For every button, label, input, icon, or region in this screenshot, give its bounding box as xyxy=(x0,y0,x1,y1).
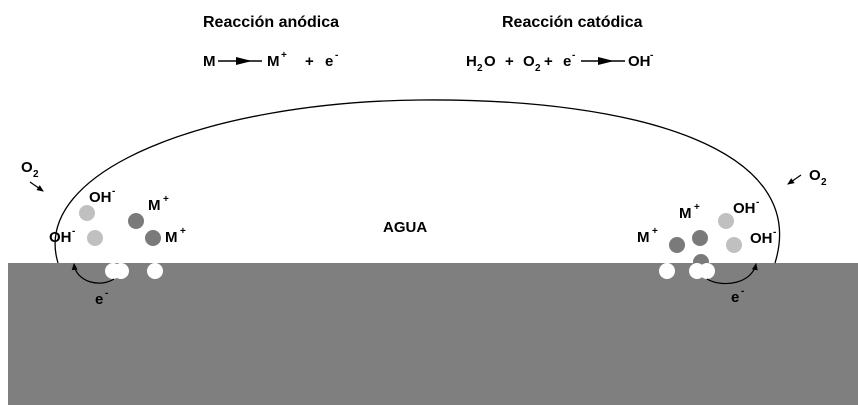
metal-substrate xyxy=(8,263,858,405)
svg-text:M: M xyxy=(203,53,216,70)
svg-text:2: 2 xyxy=(821,177,827,188)
svg-text:-: - xyxy=(112,186,115,197)
left-hydroxide-label-top: OH - xyxy=(89,186,115,206)
svg-text:H: H xyxy=(466,53,477,70)
svg-text:e: e xyxy=(95,291,103,308)
svg-text:-: - xyxy=(741,286,744,297)
svg-text:+: + xyxy=(281,50,287,61)
svg-text:OH: OH xyxy=(750,230,773,247)
svg-text:M: M xyxy=(148,197,161,214)
water-label: AGUA xyxy=(383,219,427,236)
anodic-reaction-title: Reacción anódica xyxy=(203,14,339,31)
right-hydroxide-label-top: OH - xyxy=(733,197,759,217)
right-metal-ion-label-bottom: M + xyxy=(637,226,658,246)
svg-text:-: - xyxy=(335,50,338,61)
svg-text:O: O xyxy=(21,159,33,176)
right-metal-ion-label-top: M + xyxy=(679,202,700,222)
svg-text:2: 2 xyxy=(535,63,541,74)
svg-text:+: + xyxy=(652,226,658,237)
oxygen-arrow-icon xyxy=(787,174,802,185)
svg-text:2: 2 xyxy=(477,63,483,74)
svg-text:M: M xyxy=(267,53,280,70)
svg-text:+: + xyxy=(305,53,314,70)
hydroxide-ion-particle xyxy=(726,237,742,253)
oxygen-label-left: O 2 xyxy=(21,159,44,192)
left-hydroxide-label-bottom: OH - xyxy=(49,226,75,246)
svg-text:e: e xyxy=(731,289,739,306)
reaction-arrow-head xyxy=(236,57,252,65)
svg-text:M: M xyxy=(165,229,178,246)
svg-text:M: M xyxy=(679,205,692,222)
hydroxide-ion-particle xyxy=(718,213,734,229)
svg-text:O: O xyxy=(484,53,496,70)
left-metal-ion-label-top: M + xyxy=(148,194,169,214)
svg-text:OH: OH xyxy=(733,200,756,217)
svg-text:+: + xyxy=(180,226,186,237)
svg-text:e: e xyxy=(325,53,333,70)
svg-text:-: - xyxy=(572,50,575,61)
electron-particle xyxy=(659,263,675,279)
svg-text:2: 2 xyxy=(33,169,39,180)
anodic-equation: M M + + e - xyxy=(203,50,338,70)
svg-text:O: O xyxy=(809,167,821,184)
right-hydroxide-label-bottom: OH - xyxy=(750,227,776,247)
svg-text:-: - xyxy=(72,226,75,237)
cathodic-equation: H 2 O + O 2 + e - OH - xyxy=(466,50,653,74)
hydroxide-ion-particle xyxy=(87,230,103,246)
metal-ion-particle xyxy=(145,230,161,246)
oxygen-arrow-icon xyxy=(29,181,44,192)
svg-text:-: - xyxy=(105,288,108,299)
left-electron-label: e - xyxy=(95,288,108,308)
svg-text:e: e xyxy=(563,53,571,70)
cathodic-reaction-title: Reacción catódica xyxy=(502,14,643,31)
electron-particle xyxy=(113,263,129,279)
electron-flow-arrow-icon xyxy=(71,263,115,284)
svg-text:+: + xyxy=(163,194,169,205)
svg-text:OH: OH xyxy=(49,229,72,246)
reaction-arrow-head xyxy=(598,57,614,65)
svg-text:+: + xyxy=(505,53,514,70)
svg-text:-: - xyxy=(756,197,759,208)
svg-text:-: - xyxy=(650,50,653,61)
electron-flow-arrow-icon xyxy=(706,263,758,285)
oxygen-label-right: O 2 xyxy=(787,167,827,188)
svg-text:M: M xyxy=(637,229,650,246)
electron-particle xyxy=(699,263,715,279)
svg-text:+: + xyxy=(694,202,700,213)
svg-text:OH: OH xyxy=(628,53,651,70)
water-droplet xyxy=(54,99,781,264)
metal-ion-particle xyxy=(692,230,708,246)
svg-text:-: - xyxy=(773,227,776,238)
svg-text:+: + xyxy=(544,53,553,70)
svg-text:O: O xyxy=(523,53,535,70)
hydroxide-ion-particle xyxy=(79,205,95,221)
metal-ion-particle xyxy=(669,237,685,253)
metal-ion-particle xyxy=(128,213,144,229)
svg-text:OH: OH xyxy=(89,189,112,206)
left-metal-ion-label-bottom: M + xyxy=(165,226,186,246)
electron-particle xyxy=(147,263,163,279)
right-electron-label: e - xyxy=(731,286,744,306)
